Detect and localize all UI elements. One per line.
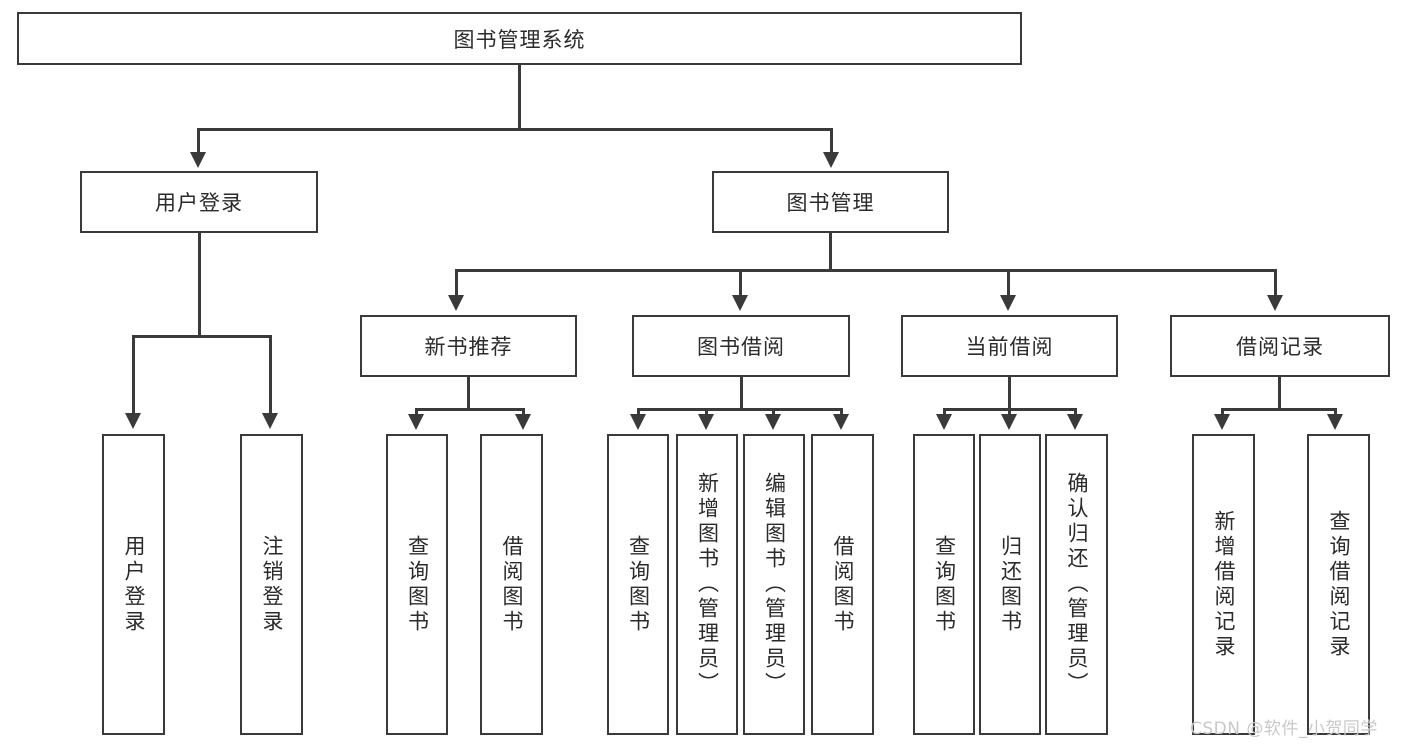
arrow-new-book-leaf-1 [408,414,424,430]
arrow-book-mgmt-child-2 [732,295,748,311]
connector-current-borrow-drop-1 [943,408,946,418]
leaf-current-query-book[interactable]: 查询图书 [913,434,975,735]
arrow-current-borrow-leaf-1 [936,414,952,430]
leaf-user-login-signin[interactable]: 用户登录 [102,434,165,735]
node-root-system[interactable]: 图书管理系统 [17,12,1022,65]
connector-current-borrow-drop-3 [1074,408,1077,418]
node-new-book-recommend-label: 新书推荐 [424,335,513,359]
connector-new-book-drop-2 [522,408,525,418]
connector-book-mgmt-stem [829,233,832,271]
leaf-user-login-signout[interactable]: 注销登录 [240,434,303,735]
arrow-root-to-book-mgmt [823,152,839,168]
connector-book-borrow-bus [637,408,843,411]
node-book-borrow[interactable]: 图书借阅 [632,315,850,377]
connector-user-login-drop-2 [269,335,272,415]
connector-root-stem [518,65,521,129]
connector-book-mgmt-bus [455,269,1277,272]
arrow-borrow-record-leaf-2 [1327,414,1343,430]
leaf-new-book-borrow[interactable]: 借阅图书 [480,434,543,735]
node-borrow-record[interactable]: 借阅记录 [1170,315,1390,377]
node-current-borrow-label: 当前借阅 [965,335,1054,359]
leaf-record-add-record[interactable]: 新增借阅记录 [1192,434,1255,735]
node-current-borrow[interactable]: 当前借阅 [901,315,1118,377]
leaf-current-confirm-return[interactable]: 确认归还（管理员） [1045,434,1108,735]
leaf-user-login-signin-label: 用户登录 [122,534,146,635]
node-user-login-label: 用户登录 [155,191,243,215]
connector-borrow-record-stem [1278,377,1281,410]
connector-book-borrow-drop-4 [840,408,843,418]
connector-root-bus [197,128,833,131]
arrow-current-borrow-leaf-3 [1067,414,1083,430]
connector-user-login-drop-1 [132,335,135,415]
leaf-current-return-book[interactable]: 归还图书 [979,434,1041,735]
node-new-book-recommend[interactable]: 新书推荐 [360,315,577,377]
leaf-record-add-record-label: 新增借阅记录 [1212,509,1236,660]
arrow-book-borrow-leaf-1 [630,414,646,430]
connector-book-borrow-stem [740,377,743,410]
leaf-borrow-add-book[interactable]: 新增图书（管理员） [676,434,738,735]
connector-current-borrow-drop-2 [1008,408,1011,418]
connector-book-borrow-drop-2 [705,408,708,418]
node-book-borrow-label: 图书借阅 [697,335,785,359]
leaf-borrow-query-book-label: 查询图书 [626,534,651,635]
connector-user-login-bus [132,335,272,338]
leaf-current-confirm-return-label: 确认归还（管理员） [1065,472,1089,697]
connector-book-borrow-drop-3 [772,408,775,418]
leaf-user-login-signout-label: 注销登录 [260,534,284,635]
node-book-management[interactable]: 图书管理 [712,171,949,233]
connector-book-mgmt-drop-2 [739,269,742,297]
connector-user-login-stem [198,233,201,336]
leaf-borrow-add-book-label: 新增图书（管理员） [695,472,720,697]
arrow-book-mgmt-child-4 [1267,295,1283,311]
connector-root-to-user-login [197,128,200,154]
leaf-borrow-edit-book-label: 编辑图书（管理员） [762,472,787,697]
node-root-system-label: 图书管理系统 [453,27,586,52]
connector-book-mgmt-drop-3 [1007,269,1010,297]
leaf-borrow-borrow-book[interactable]: 借阅图书 [811,434,874,735]
arrow-user-login-leaf-1 [125,413,141,429]
connector-root-to-book-mgmt [830,128,833,154]
connector-new-book-bus [415,408,525,411]
leaf-borrow-borrow-book-label: 借阅图书 [831,534,855,635]
leaf-borrow-edit-book[interactable]: 编辑图书（管理员） [743,434,805,735]
leaf-record-query-record[interactable]: 查询借阅记录 [1307,434,1370,735]
connector-book-borrow-drop-1 [637,408,640,418]
arrow-book-borrow-leaf-4 [833,414,849,430]
connector-current-borrow-stem [1008,377,1011,410]
arrow-user-login-leaf-2 [262,413,278,429]
arrow-book-mgmt-child-1 [448,295,464,311]
arrow-book-borrow-leaf-2 [698,414,714,430]
connector-borrow-record-drop-1 [1221,408,1224,418]
leaf-new-book-query-label: 查询图书 [405,534,430,635]
connector-borrow-record-bus [1221,408,1337,411]
leaf-borrow-query-book[interactable]: 查询图书 [607,434,669,735]
node-borrow-record-label: 借阅记录 [1236,335,1324,359]
connector-new-book-drop-1 [415,408,418,418]
leaf-new-book-query[interactable]: 查询图书 [386,434,448,735]
watermark: CSDN @软件_小贺同学 [1190,719,1378,739]
connector-book-mgmt-drop-1 [455,269,458,297]
arrow-current-borrow-leaf-2 [1001,414,1017,430]
arrow-book-mgmt-child-3 [1000,295,1016,311]
arrow-root-to-user-login [190,152,206,168]
leaf-current-return-book-label: 归还图书 [998,534,1023,635]
connector-new-book-stem [467,377,470,410]
arrow-new-book-leaf-2 [515,414,531,430]
leaf-current-query-book-label: 查询图书 [932,534,957,635]
leaf-new-book-borrow-label: 借阅图书 [500,534,524,635]
node-user-login[interactable]: 用户登录 [80,171,318,233]
arrow-book-borrow-leaf-3 [765,414,781,430]
connector-book-mgmt-drop-4 [1274,269,1277,297]
leaf-record-query-record-label: 查询借阅记录 [1327,509,1351,660]
node-book-management-label: 图书管理 [786,191,875,215]
connector-borrow-record-drop-2 [1334,408,1337,418]
arrow-borrow-record-leaf-1 [1214,414,1230,430]
